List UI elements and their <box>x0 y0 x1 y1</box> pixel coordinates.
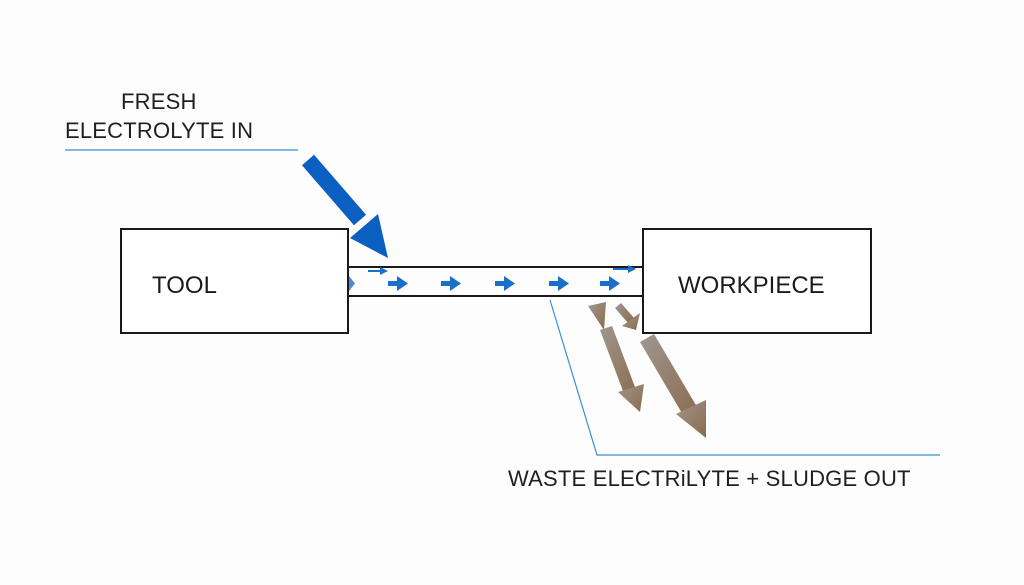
outflow-arrows <box>588 302 706 438</box>
tool-box: TOOL <box>120 228 349 334</box>
inlet-label-line1: FRESH <box>121 89 197 114</box>
gap-flow-arrow <box>349 276 355 291</box>
gap-flow-arrow <box>495 276 515 291</box>
gap-flow-arrow <box>613 265 636 273</box>
outlet-label: WASTE ELECTRiLYTE + SLUDGE OUT <box>508 466 911 491</box>
gap-flow-arrow <box>549 276 569 291</box>
sludge-arrow-left <box>588 302 644 412</box>
gap-flow-arrows <box>349 265 636 291</box>
outlet-leader-line <box>549 299 940 456</box>
inflow-arrow <box>301 154 388 258</box>
gap-flow-arrow <box>368 267 388 275</box>
gap-flow-arrow <box>600 276 620 291</box>
sludge-arrow-small <box>615 303 640 330</box>
electrolyte-gap-channel <box>346 266 644 297</box>
inlet-label-line2: ELECTROLYTE IN <box>65 118 254 143</box>
tool-label: TOOL <box>152 272 217 299</box>
workpiece-label: WORKPIECE <box>678 272 825 299</box>
gap-flow-arrow <box>441 276 461 291</box>
gap-flow-arrow <box>388 276 408 291</box>
sludge-arrow-right <box>640 334 706 438</box>
workpiece-box: WORKPIECE <box>642 228 872 334</box>
